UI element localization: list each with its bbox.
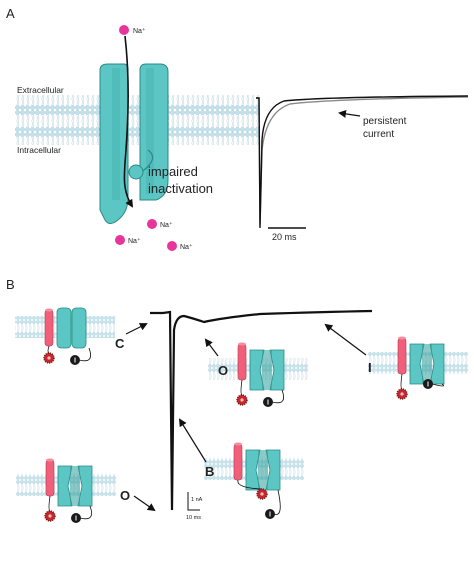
arrow-o-mid-icon xyxy=(204,338,219,357)
sodium-ion-icon xyxy=(119,25,129,35)
extracellular-label: Extracellular xyxy=(17,85,64,95)
channel-icon xyxy=(429,343,445,385)
voltage-sensor-icon xyxy=(45,459,55,497)
channel-pore xyxy=(70,466,80,506)
voltage-sensor-top xyxy=(234,442,242,446)
inactivation-text: inactivation xyxy=(148,181,213,196)
channel-pore xyxy=(262,350,272,390)
scale-bar-b xyxy=(187,492,200,511)
channel-icon xyxy=(265,449,281,491)
voltage-sensor-top xyxy=(398,336,406,340)
sodium-ion-3: Na⁺ xyxy=(167,241,193,251)
state-label-i: I xyxy=(368,360,372,375)
gate-linker xyxy=(237,479,263,490)
arrow-i-icon xyxy=(324,323,367,356)
intracellular-label: Intracellular xyxy=(17,145,61,155)
gate-linker xyxy=(273,489,281,515)
inactivation-ball-icon xyxy=(128,164,144,180)
scale-time-a: 20 ms xyxy=(272,232,297,242)
state-label-o-bottom: O xyxy=(120,488,130,503)
gate-linker xyxy=(271,389,285,404)
current-trace-b xyxy=(150,309,373,511)
panel-b-letter: B xyxy=(6,277,15,292)
impaired-label: impaired xyxy=(148,164,198,179)
panel-a-letter: A xyxy=(6,6,15,21)
channel-state-open-bottom xyxy=(16,458,116,523)
gate-linker xyxy=(47,345,50,354)
gate-linker xyxy=(400,373,403,390)
ion-path-arrow-icon xyxy=(123,35,134,208)
sodium-ion-label: Na⁺ xyxy=(133,27,146,35)
persistent-label: persistent xyxy=(363,116,407,127)
voltage-sensor-top xyxy=(46,458,54,462)
gate-red-mark xyxy=(48,514,52,518)
channel-pore xyxy=(258,450,268,490)
sodium-ion-icon xyxy=(167,241,177,251)
membrane-bilayer-a xyxy=(15,95,260,145)
channel-states xyxy=(15,307,468,523)
sodium-ion-1: Na⁺ xyxy=(147,219,173,229)
gate-red-mark xyxy=(260,492,264,496)
sodium-ion-label: Na⁺ xyxy=(180,243,193,251)
current-trace-a xyxy=(256,95,469,229)
sodium-ion-icon xyxy=(115,235,125,245)
gate-red-mark xyxy=(400,392,404,396)
gate-linker xyxy=(78,347,92,362)
gate-linker xyxy=(431,383,445,387)
channel-pore xyxy=(422,344,432,384)
sodium-ion-label: Na⁺ xyxy=(128,237,141,245)
channel-state-inactivated xyxy=(368,336,468,400)
gate-black-mark xyxy=(269,511,271,517)
gate-linker xyxy=(48,495,51,512)
sodium-ion-label: Na⁺ xyxy=(160,221,173,229)
gate-linker xyxy=(240,379,243,396)
arrow-c-icon xyxy=(125,323,148,335)
voltage-sensor-top xyxy=(238,342,246,346)
channel-icon xyxy=(71,307,87,349)
persistent-arrow-icon xyxy=(338,109,361,118)
gate-black-mark xyxy=(267,399,269,405)
voltage-sensor-top xyxy=(45,308,53,312)
gate-red-mark xyxy=(240,398,244,402)
channel-icon xyxy=(77,465,93,507)
current-label: current xyxy=(363,129,394,140)
scale-time-b: 10 ms xyxy=(186,515,201,521)
state-label-o-mid: O xyxy=(218,363,228,378)
state-label-b: B xyxy=(205,464,214,479)
state-label-c: C xyxy=(115,336,125,351)
gate-red-mark xyxy=(47,356,51,360)
channel-icon xyxy=(99,63,169,224)
sodium-ion-2: Na⁺ xyxy=(115,235,141,245)
scale-current-b: 1 nA xyxy=(191,497,203,503)
arrow-o-bottom-icon xyxy=(133,495,156,512)
voltage-sensor-icon xyxy=(233,443,243,481)
voltage-sensor-icon xyxy=(237,343,247,381)
sodium-ion-top: Na⁺ xyxy=(119,25,146,35)
channel-state-blocked xyxy=(204,442,304,519)
gate-black-mark xyxy=(427,381,429,387)
voltage-sensor-icon xyxy=(44,309,54,347)
sodium-ion-icon xyxy=(147,219,157,229)
channel-state-closed xyxy=(15,307,115,365)
gate-black-mark xyxy=(74,357,76,363)
channel-icon xyxy=(56,307,72,349)
gate-black-mark xyxy=(75,515,77,521)
channel-state-open-mid xyxy=(208,342,308,407)
gate-linker xyxy=(79,505,93,520)
voltage-sensor-icon xyxy=(397,337,407,375)
channel-icon xyxy=(269,349,285,391)
arrow-b-icon xyxy=(178,418,207,463)
